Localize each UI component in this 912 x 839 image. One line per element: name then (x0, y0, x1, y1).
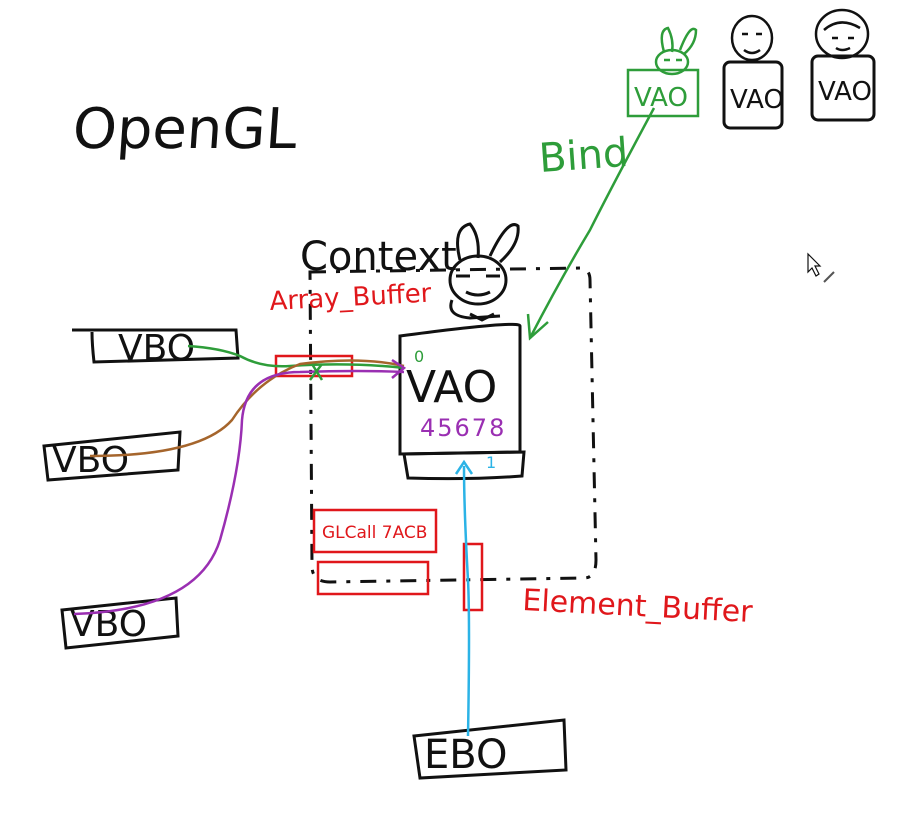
vao-box (398, 322, 526, 481)
bind-label: Bind (537, 130, 629, 182)
bound-vao-box (626, 68, 700, 118)
array-buffer-cross (309, 363, 324, 381)
vao-attribute-slots: 45678 (420, 414, 506, 442)
array-buffer-label: Array_Buffer (269, 279, 433, 317)
array-buffer-arrowhead (391, 358, 407, 379)
bind-arrowhead (526, 313, 549, 341)
other-vao-box-2 (810, 54, 876, 122)
person-icon-2 (814, 8, 870, 60)
vbo-2-connection (89, 359, 405, 458)
vao-slot-0: 0 (414, 347, 424, 366)
person-icon-1 (730, 14, 774, 62)
ebo-box (412, 718, 568, 780)
other-vao-label-2: VAO (818, 77, 872, 107)
empty-buffer-slot (316, 560, 430, 596)
bunny-icon (448, 222, 520, 322)
other-vao-label-1: VAO (730, 85, 784, 115)
vbo-3-connection (73, 369, 405, 616)
vao-label: VAO (406, 362, 497, 413)
other-vao-box-1 (722, 60, 784, 130)
vbo-label-1: VBO (118, 328, 195, 369)
diagram-title: OpenGL (71, 97, 300, 162)
vbo-box-3 (60, 596, 180, 650)
bound-vao-label: VAO (634, 83, 688, 113)
vbo-box-1 (72, 328, 240, 364)
ebo-label: EBO (424, 732, 508, 778)
vbo-1-connection (187, 344, 405, 370)
vao-slot-1: 1 (486, 453, 496, 472)
vbo-box-2 (42, 430, 182, 482)
vbo-label-2: VBO (52, 440, 129, 481)
ebo-connection (462, 465, 471, 737)
context-label: Context (300, 234, 457, 280)
element-buffer-slot (462, 542, 484, 612)
mouse-cursor-icon (807, 252, 835, 283)
gl-call-label: GLCall 7ACB (322, 523, 427, 543)
element-buffer-label: Element_Buffer (522, 583, 754, 630)
gl-call-box (312, 508, 438, 554)
green-bunny-icon (654, 26, 698, 76)
ebo-arrowhead (454, 459, 474, 475)
bind-arrow (528, 107, 656, 339)
